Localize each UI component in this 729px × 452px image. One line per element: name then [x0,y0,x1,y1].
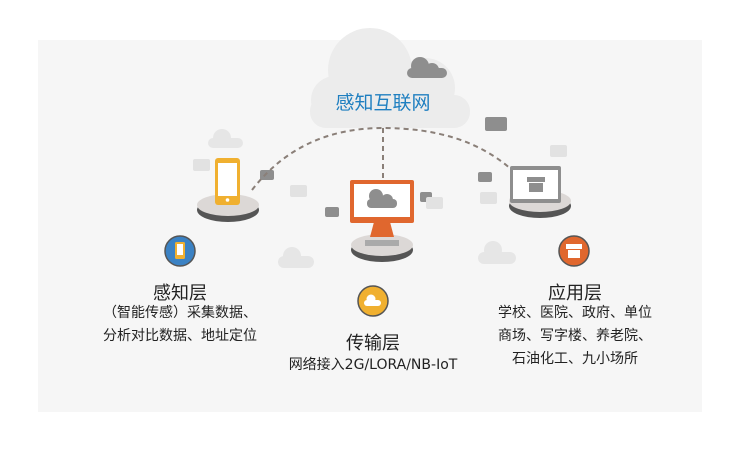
chat-bubble-faint-icon [193,145,567,209]
monitor-cloud-icon [367,189,397,208]
layer-title-transport: 传输层 [346,333,400,354]
layer-desc-perception: （智能传感）采集数据、 分析对比数据、地址定位 [80,302,280,348]
phone-icon [215,158,240,205]
desc-line: 学校、医院、政府、单位 [498,305,652,321]
layer-desc-application: 学校、医院、政府、单位 商场、写字楼、养老院、 石油化工、九小场所 [475,302,675,371]
center-title: 感知互联网 [335,92,431,114]
chat-bubble-icon [260,117,507,217]
desc-line: 商场、写字楼、养老院、 [498,328,652,344]
desc-line: 网络接入2G/LORA/NB-IoT [288,357,458,373]
desc-line: 分析对比数据、地址定位 [103,328,257,344]
small-cloud-icon [407,57,447,78]
layer-title-perception: 感知层 [153,283,207,304]
cloud-layer-icon [357,285,389,317]
layer-title-application: 应用层 [548,283,602,304]
layer-desc-transport: 网络接入2G/LORA/NB-IoT [273,354,473,377]
store-layer-icon [558,235,590,267]
desc-line: （智能传感）采集数据、 [103,305,257,321]
desc-line: 石油化工、九小场所 [512,351,638,367]
phone-layer-icon [164,235,196,267]
tablet-store-icon [510,166,561,203]
decor-cloud-icon [208,129,516,268]
